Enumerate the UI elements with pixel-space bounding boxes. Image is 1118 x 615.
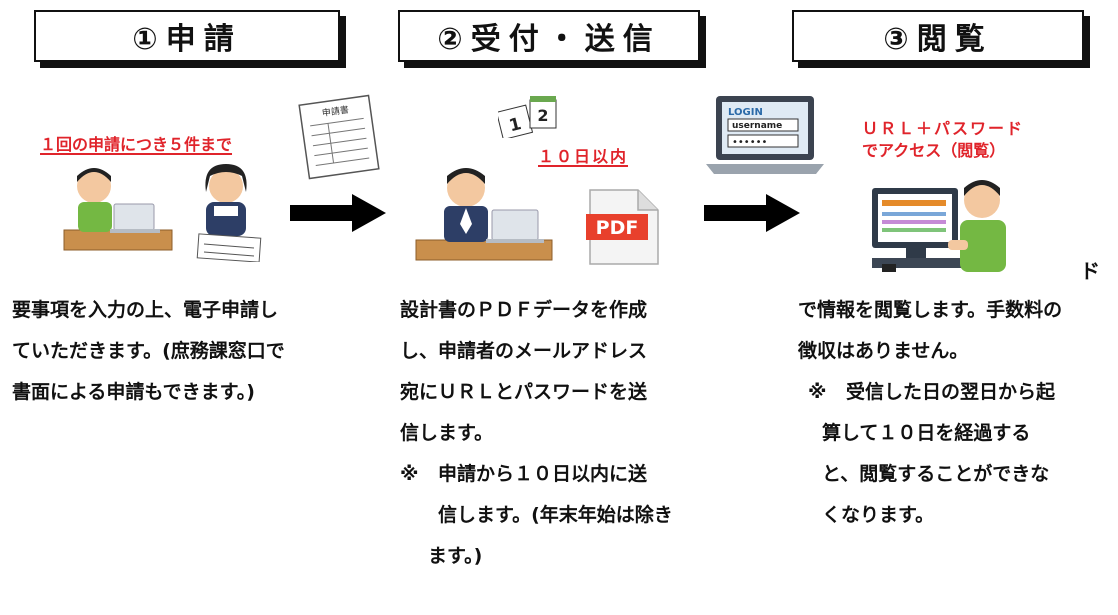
step-2-desc-line: 宛にＵＲＬとパスワードを送	[400, 381, 648, 403]
step-1-title: ①申請	[132, 22, 242, 57]
step-2-title: ②受付・送信	[437, 22, 661, 57]
step-3-note-line: ※ 受信した日の翌日から起	[798, 372, 1062, 413]
applicant-at-pc-illustration	[63, 168, 173, 251]
calendar-day-2: 2	[537, 106, 548, 125]
access-note-line-1: ＵＲＬ＋パスワード	[862, 119, 1025, 138]
login-screen-icon: LOGIN username ••••••	[706, 96, 824, 174]
step-2-note-text: 申請から１０日以内に送	[438, 463, 648, 485]
step-3-note-text: 受信した日の翌日から起	[846, 381, 1056, 403]
calendar-day-1: 1	[507, 114, 523, 136]
step-3-note-line: と、閲覧することができな	[822, 463, 1050, 485]
step-2-desc-line: 設計書のＰＤＦデータを作成	[400, 299, 648, 321]
step-3-desc-line: で情報を閲覧します。手数料の	[798, 299, 1063, 321]
access-note-line-2: でアクセス（閲覧）	[862, 141, 1006, 160]
step-3-description: で情報を閲覧します。手数料の 徴収はありません。 ※ 受信した日の翌日から起 算し…	[798, 290, 1062, 536]
step-1-desc-line: 要事項を入力の上、電子申請し	[12, 299, 279, 321]
step-2-desc-line: し、申請者のメールアドレス	[400, 340, 648, 362]
step-2-note-line: ※ 申請から１０日以内に送	[400, 454, 673, 495]
user-browsing-illustration	[872, 180, 1006, 272]
arrow-step2-to-step3	[704, 194, 800, 232]
staff-at-pc-illustration	[415, 168, 553, 261]
stray-katakana: ド	[1080, 259, 1100, 283]
arrow-step1-to-step2	[290, 194, 386, 232]
step-3-title: ③閲覧	[883, 22, 993, 57]
note-mark: ※	[400, 463, 419, 485]
login-title-text: LOGIN	[728, 107, 763, 118]
form-title-text: 申請書	[321, 103, 349, 119]
step-1-limit-note: １回の申請につき５件まで	[40, 135, 233, 154]
step-3-desc-line: 徴収はありません。	[798, 340, 969, 362]
step-1-desc-line: ていただきます。(庶務課窓口で	[12, 340, 285, 362]
application-form-icon: 申請書	[298, 94, 380, 180]
pdf-file-icon: PDF	[586, 189, 659, 265]
login-password-text: ••••••	[732, 137, 767, 148]
step-1-description: 要事項を入力の上、電子申請し ていただきます。(庶務課窓口で 書面による申請もで…	[12, 290, 285, 413]
calendar-icon: 1 2	[498, 96, 557, 138]
pdf-label-text: PDF	[596, 217, 639, 239]
step-2-note-line: 信します。(年末年始は除き	[438, 504, 673, 526]
step-3-note-line: 算して１０日を経過する	[822, 422, 1031, 444]
step-1-header: ①申請	[34, 10, 346, 68]
step-2-deadline-note: １０日以内	[538, 147, 629, 166]
step-2-header: ②受付・送信	[398, 10, 706, 68]
step-3-header: ③閲覧	[792, 10, 1090, 68]
step-3-access-note: ＵＲＬ＋パスワード でアクセス（閲覧）	[862, 118, 1024, 162]
clerk-with-form-illustration	[196, 164, 262, 262]
step-2-note-line: ます。)	[428, 545, 483, 567]
note-mark: ※	[808, 381, 827, 403]
step-1-desc-line: 書面による申請もできます。)	[12, 381, 255, 403]
step-2-description: 設計書のＰＤＦデータを作成 し、申請者のメールアドレス 宛にＵＲＬとパスワードを…	[400, 290, 673, 577]
step-3-note-line: くなります。	[822, 504, 935, 526]
login-username-text: username	[732, 121, 782, 131]
step-2-desc-line: 信します。	[400, 422, 494, 444]
